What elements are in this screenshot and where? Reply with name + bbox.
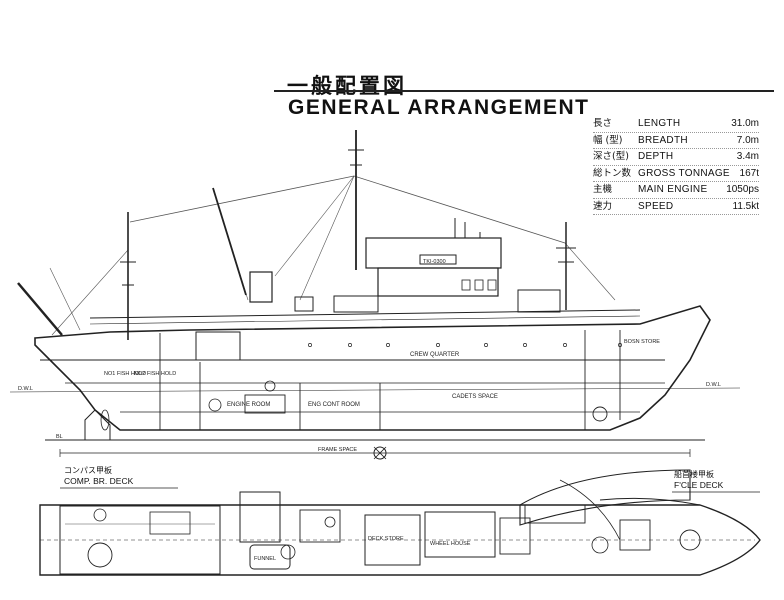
label-comp-br-deck-jp: コンパス甲板 <box>64 466 112 475</box>
spec-rule <box>593 148 759 149</box>
spec-rule <box>593 197 759 199</box>
spec-jp: 総トン数 <box>593 167 632 179</box>
spec-row-main-engine: 主機 MAIN ENGINE 1050ps <box>593 182 759 199</box>
label-fcle-deck-en: F'CLE DECK <box>674 480 724 490</box>
title-english: GENERAL ARRANGEMENT <box>288 96 590 119</box>
label-frame-space: FRAME SPACE <box>318 447 357 453</box>
spec-value: 7.0m <box>736 134 759 146</box>
label-bl: BL <box>56 434 63 440</box>
label-fish-hold-1: NO1 FISH HOLD <box>104 371 146 377</box>
label-dwl-right: D.W.L <box>706 382 721 388</box>
spec-rule <box>593 164 759 166</box>
label-engine-room: ENGINE ROOM <box>227 402 270 408</box>
label-eng-cont-room: ENG CONT ROOM <box>308 402 360 408</box>
spec-value: 167t <box>739 167 759 179</box>
spec-row-depth: 深さ(型) DEPTH 3.4m <box>593 149 759 166</box>
spec-value: 1050ps <box>726 184 759 195</box>
spec-jp: 速力 <box>593 200 613 212</box>
label-deck-store: DECK STORE <box>368 536 404 542</box>
spec-jp: 深さ(型) <box>593 151 629 162</box>
label-cadets-space: CADETS SPACE <box>452 394 498 400</box>
spec-jp: 主機 <box>593 184 613 195</box>
masts <box>17 130 576 340</box>
spec-rule <box>593 214 759 215</box>
label-name-board: TKI-0300 <box>423 259 446 265</box>
spec-en: MAIN ENGINE <box>638 184 708 195</box>
spec-en: BREADTH <box>638 134 688 146</box>
spec-row-gross-tonnage: 総トン数 GROSS TONNAGE 167t <box>593 166 759 182</box>
label-crew-quarter: CREW QUARTER <box>410 352 460 358</box>
spec-en: GROSS TONNAGE <box>638 167 730 179</box>
label-fcle-deck-jp: 船首楼甲板 <box>674 470 714 479</box>
spec-jp: 長さ <box>593 118 613 129</box>
label-comp-br-deck: コンパス甲板 COMP. BR. DECK <box>64 466 133 486</box>
label-bosn-store: BOSN STORE <box>624 339 660 345</box>
spec-value: 31.0m <box>731 118 759 129</box>
frame-scale <box>59 449 691 457</box>
title-japanese: 一般配置図 <box>287 74 407 98</box>
spec-en: DEPTH <box>638 151 674 162</box>
label-comp-br-deck-en: COMP. BR. DECK <box>64 476 134 486</box>
spec-row-speed: 速力 SPEED 11.5kt <box>593 199 760 215</box>
deck-plan <box>39 469 761 576</box>
spec-table: 長さ LENGTH 31.0m 幅 (型) BREADTH 7.0m 深さ(型)… <box>593 116 759 215</box>
superstructure <box>195 218 561 361</box>
spec-row-length: 長さ LENGTH 31.0m <box>593 116 759 133</box>
bulwark-rail <box>89 309 641 325</box>
label-fcle-deck: 船首楼甲板 F'CLE DECK <box>674 470 723 490</box>
spec-jp: 幅 (型) <box>593 134 623 146</box>
spec-value: 11.5kt <box>732 200 760 212</box>
label-funnel: FUNNEL <box>254 556 276 562</box>
spec-rule <box>593 181 759 182</box>
hull <box>9 305 741 460</box>
title-divider <box>274 90 774 92</box>
spec-rule <box>593 131 759 133</box>
label-wheel-house: WHEEL HOUSE <box>430 541 471 547</box>
spec-row-breadth: 幅 (型) BREADTH 7.0m <box>593 133 759 149</box>
spec-en: SPEED <box>638 200 674 212</box>
label-dwl-left: D.W.L <box>18 386 33 392</box>
spec-en: LENGTH <box>638 118 681 129</box>
spec-value: 3.4m <box>736 151 759 162</box>
label-fish-hold-2: NO2 FISH HOLD <box>134 371 176 377</box>
